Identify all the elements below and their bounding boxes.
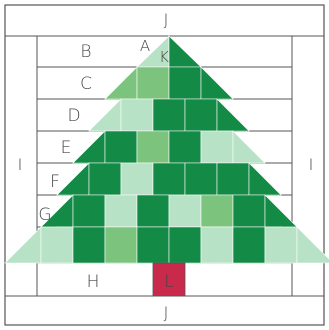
- label-i-right: I: [309, 155, 314, 174]
- label-c: C: [80, 74, 92, 94]
- tree-piece-square: [73, 227, 105, 263]
- label-l: L: [164, 272, 173, 292]
- tree-piece-edge-left: [5, 227, 41, 263]
- tree-piece-k: [169, 36, 201, 67]
- tree-piece-edge-right: [233, 131, 265, 163]
- tree-piece-square: [169, 67, 201, 99]
- tree-piece-square: [233, 227, 265, 263]
- tree-piece-square: [137, 195, 169, 227]
- tree-piece-square: [201, 131, 233, 163]
- tree-piece-square: [169, 195, 201, 227]
- label-e: E: [61, 138, 72, 158]
- tree-piece-square: [201, 195, 233, 227]
- tree-piece-square: [41, 227, 73, 263]
- tree-piece-square: [121, 163, 153, 195]
- label-k: K: [159, 48, 169, 66]
- tree-piece-edge-right: [217, 99, 249, 131]
- label-h: H: [87, 272, 100, 292]
- tree-piece-square: [137, 67, 169, 99]
- tree-piece-square: [265, 227, 297, 263]
- label-j-bottom: J: [164, 303, 169, 322]
- tree-piece-square: [169, 227, 201, 263]
- tree: [5, 36, 329, 263]
- label-d: D: [67, 106, 80, 126]
- tree-piece-square: [217, 163, 249, 195]
- tree-piece-square: [73, 195, 105, 227]
- tree-piece-edge-right: [201, 67, 233, 99]
- label-g: G: [38, 205, 51, 225]
- tree-piece-square: [153, 163, 185, 195]
- tree-piece-square: [89, 163, 121, 195]
- label-i-left: I: [18, 155, 23, 174]
- tree-piece-square: [105, 227, 137, 263]
- tree-piece-square: [137, 227, 169, 263]
- label-b: B: [80, 42, 91, 62]
- tree-piece-square: [169, 131, 201, 163]
- tree-piece-square: [137, 131, 169, 163]
- tree-piece-square: [121, 99, 153, 131]
- tree-piece-edge-left: [89, 99, 121, 131]
- label-f: F: [50, 172, 60, 192]
- tree-piece-square: [153, 99, 185, 131]
- tree-piece-square: [105, 195, 137, 227]
- tree-piece-edge-right: [249, 163, 281, 195]
- tree-piece-square: [185, 163, 217, 195]
- tree-piece-square: [105, 131, 137, 163]
- tree-piece-square: [201, 227, 233, 263]
- tree-piece-square: [185, 99, 217, 131]
- tree-piece-square: [233, 195, 265, 227]
- tree-piece-edge-left: [105, 67, 137, 99]
- label-a: A: [140, 37, 150, 55]
- tree-piece-edge-left: [73, 131, 105, 163]
- label-j-top: J: [164, 10, 169, 29]
- tree-piece-edge-left: [57, 163, 89, 195]
